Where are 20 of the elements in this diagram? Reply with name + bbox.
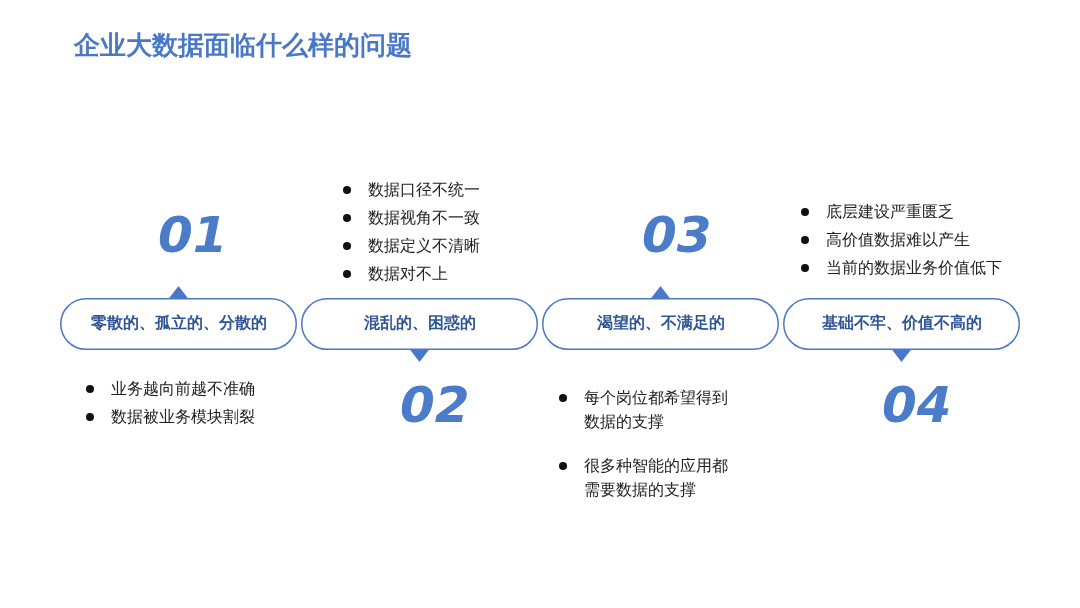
slide-title: 企业大数据面临什么样的问题 [74,29,412,62]
bullet-item: 数据定义不清晰 [340,234,560,258]
bullet-item: 业务越向前越不准确 [83,377,323,401]
bullet-item: 底层建设严重匮乏 [798,200,1048,224]
bullet-item: 高价值数据难以产生 [798,228,1048,252]
bullet-item: 当前的数据业务价值低下 [798,256,1048,280]
bullet-item: 数据对不上 [340,262,560,286]
pill-label: 零散的、孤立的、分散的 [89,313,268,334]
step-number: 02 [400,380,470,430]
bullet-item: 数据被业务模块割裂 [83,405,323,429]
bullet-item: 数据视角不一致 [340,206,560,230]
pill-label: 渴望的、不满足的 [595,313,726,334]
step-number: 01 [158,210,228,260]
pill-label: 混乱的、困惑的 [362,313,477,334]
pill-label: 基础不牢、价值不高的 [820,313,983,334]
step-number: 04 [882,380,952,430]
bullet-item: 数据口径不统一 [340,178,560,202]
step-number: 03 [642,210,712,260]
bullet-item: 每个岗位都希望得到数据的支撑 [556,386,735,434]
bullet-item: 很多种智能的应用都需要数据的支撑 [556,454,735,502]
